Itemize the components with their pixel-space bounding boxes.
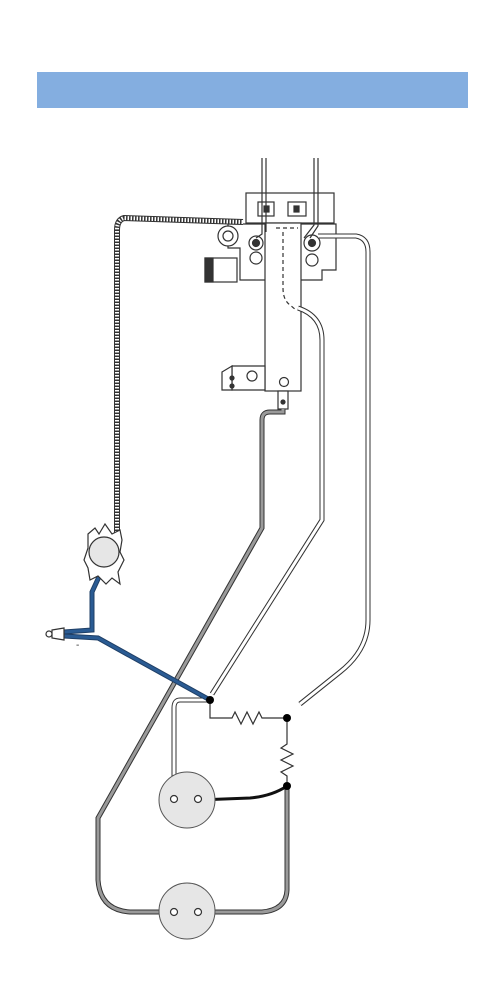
switch-terminal-1-dot — [253, 240, 260, 247]
switch-rivet-2 — [306, 254, 318, 266]
disk-lower-terminal-right — [195, 909, 202, 916]
switch-blade-hole — [280, 378, 289, 387]
solder-node-left — [206, 696, 214, 704]
terminal-plug — [46, 628, 64, 640]
solder-node-bottom — [283, 782, 291, 790]
switch-slot-dot-right — [294, 206, 299, 212]
switch-assembly — [205, 193, 336, 409]
disk-upper-terminal-right — [195, 796, 202, 803]
switch-terminal-3-dot — [309, 240, 316, 247]
wire-connector — [84, 524, 124, 584]
control-disk-upper — [159, 772, 215, 828]
switch-mount-dot-1 — [230, 376, 234, 380]
solder-node-right — [283, 714, 291, 722]
switch-lug-left-hole — [223, 231, 233, 241]
control-disk-lower — [159, 883, 215, 939]
switch-rivet-1 — [250, 252, 262, 264]
terminal-minus-label: - — [76, 640, 79, 651]
resistor-vertical — [281, 718, 293, 786]
switch-mount-hole — [247, 371, 257, 381]
wire-right-outer — [300, 236, 368, 704]
resistor-horizontal — [210, 700, 287, 724]
wire-gray-long — [98, 409, 283, 912]
switch-mount-dot-2 — [230, 384, 234, 388]
switch-side-block-edge — [205, 258, 213, 282]
disk-upper-terminal-left — [171, 796, 178, 803]
switch-bottom-tab-dot — [281, 400, 285, 404]
wire-blue-insulated — [64, 566, 210, 700]
disk-lower-terminal-left — [171, 909, 178, 916]
